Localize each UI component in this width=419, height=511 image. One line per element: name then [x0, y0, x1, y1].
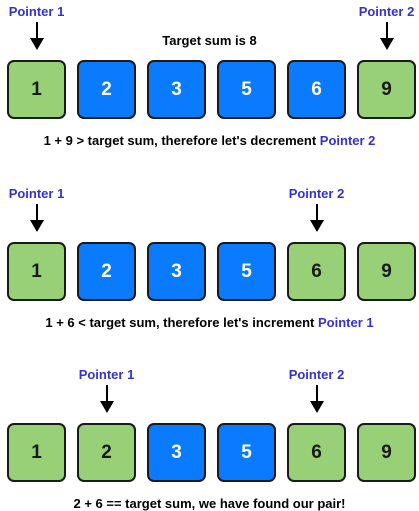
step-caption: 2 + 6 == target sum, we have found our p… — [0, 497, 419, 511]
caption-pointer: Pointer 2 — [319, 133, 376, 148]
pointer-label: Pointer 1 — [8, 4, 65, 19]
array-cell: 1 — [7, 423, 66, 482]
array-cell: 5 — [217, 60, 276, 119]
array-row: 1 2 3 5 6 9 — [0, 423, 419, 482]
array-cell: 5 — [217, 242, 276, 301]
target-sum-title: Target sum is 8 — [162, 33, 257, 48]
array-cell: 9 — [357, 423, 416, 482]
caption-pointer: Pointer 1 — [317, 315, 374, 330]
caption-text: 1 + 6 < target sum, therefore let's incr… — [45, 315, 318, 330]
step-caption: 1 + 6 < target sum, therefore let's incr… — [0, 316, 419, 330]
array-cell: 6 — [287, 423, 346, 482]
down-arrow-icon — [379, 22, 394, 50]
down-arrow-icon — [29, 204, 44, 232]
array-cell: 9 — [357, 60, 416, 119]
pointer-label: Pointer 2 — [288, 367, 345, 382]
array-cell: 6 — [287, 60, 346, 119]
array-cell: 2 — [77, 242, 136, 301]
array-row: 1 2 3 5 6 9 — [0, 242, 419, 301]
array-cell: 3 — [147, 423, 206, 482]
array-cell: 2 — [77, 423, 136, 482]
array-cell: 6 — [287, 242, 346, 301]
down-arrow-icon — [99, 385, 114, 413]
down-arrow-icon — [309, 385, 324, 413]
pointer-label: Pointer 1 — [78, 367, 135, 382]
pointer-label: Pointer 2 — [358, 4, 415, 19]
down-arrow-icon — [29, 22, 44, 50]
step-caption: 1 + 9 > target sum, therefore let's decr… — [0, 134, 419, 148]
pointer-label: Pointer 1 — [8, 186, 65, 201]
array-cell: 9 — [357, 242, 416, 301]
array-cell: 1 — [7, 242, 66, 301]
caption-text: 1 + 9 > target sum, therefore let's decr… — [43, 133, 320, 148]
array-cell: 3 — [147, 60, 206, 119]
pointer-label: Pointer 2 — [288, 186, 345, 201]
array-cell: 3 — [147, 242, 206, 301]
caption-text: 2 + 6 == target sum, we have found our p… — [73, 496, 346, 511]
array-cell: 1 — [7, 60, 66, 119]
array-cell: 2 — [77, 60, 136, 119]
down-arrow-icon — [309, 204, 324, 232]
array-row: 1 2 3 5 6 9 — [0, 60, 419, 119]
array-cell: 5 — [217, 423, 276, 482]
